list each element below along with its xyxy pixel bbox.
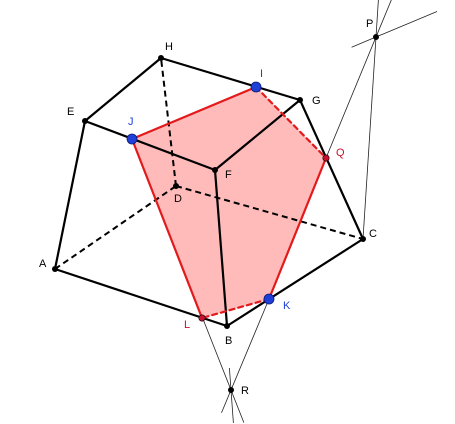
label-R: R [241, 385, 249, 397]
point-G [297, 97, 303, 103]
section-edge-QK [267, 156, 328, 301]
label-L: L [184, 319, 190, 331]
point-E [82, 118, 88, 124]
hidden-edge-DH [160, 57, 177, 187]
point-A [52, 266, 58, 272]
construction-line-Q-P [325, 0, 392, 159]
point-B [224, 323, 230, 329]
point-P [373, 34, 379, 40]
label-B: B [225, 335, 232, 347]
points-layer [52, 34, 379, 393]
visible-edges-layer [53, 56, 365, 328]
hidden-edge-DC [175, 185, 364, 240]
label-A: A [39, 258, 47, 270]
section-edge-JI [130, 85, 258, 141]
point-D [173, 183, 179, 189]
section-edge-IQ [254, 85, 328, 160]
label-Q: Q [336, 147, 345, 159]
section-edge-KL [200, 297, 271, 320]
label-D: D [174, 193, 182, 205]
edge-AB [53, 267, 229, 328]
point-L [198, 314, 206, 322]
construction-line-G-P [362, 0, 379, 240]
point-H [158, 55, 164, 61]
labels-layer: A B C D E F G H P R I J K Q L [39, 18, 377, 397]
label-C: C [369, 228, 377, 240]
label-F: F [225, 169, 232, 181]
point-F [212, 167, 218, 173]
edge-EF [83, 119, 217, 172]
label-J: J [128, 116, 134, 128]
section-polygon-fill [132, 87, 326, 318]
section-edge-LJ [130, 137, 204, 320]
edge-FG [213, 98, 302, 172]
construction-line-K-R [221, 298, 270, 413]
label-H: H [165, 41, 173, 53]
edge-EH [83, 56, 163, 123]
point-C [360, 236, 366, 242]
edge-BC [225, 237, 365, 328]
point-R [228, 387, 234, 393]
edge-HG [159, 56, 302, 102]
label-P: P [366, 18, 373, 30]
point-I [250, 81, 262, 93]
label-I: I [260, 68, 263, 80]
section-edges-layer [130, 85, 328, 320]
section-polygon-layer [132, 87, 326, 318]
edge-GC [298, 98, 365, 241]
point-K [263, 293, 275, 305]
edge-FB [213, 168, 229, 328]
edge-AE [53, 119, 87, 271]
label-K: K [283, 300, 291, 312]
point-J [126, 133, 138, 145]
label-E: E [67, 106, 74, 118]
label-G: G [312, 95, 321, 107]
construction-line-B-R [229, 367, 234, 424]
point-Q [322, 154, 330, 162]
construction-line-J-I-P [351, 11, 438, 48]
hidden-edge-AD [54, 185, 177, 270]
